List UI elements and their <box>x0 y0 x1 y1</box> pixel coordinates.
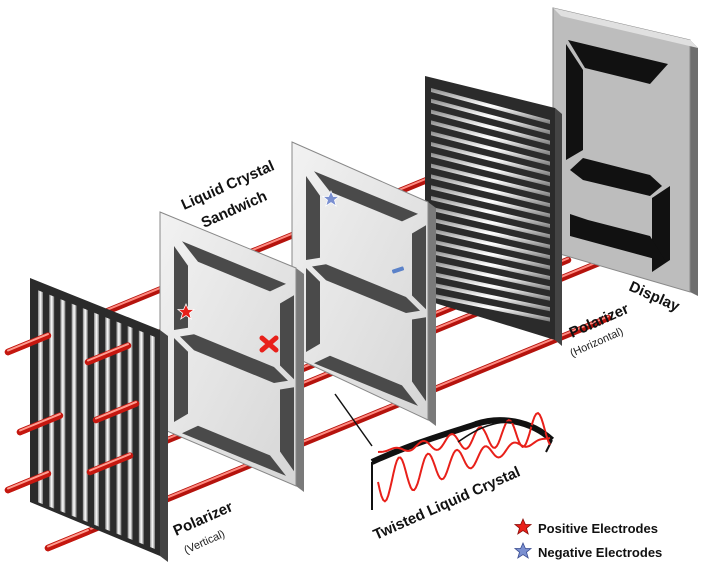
polarizer-slat <box>116 321 122 536</box>
light-beam-end <box>44 528 92 552</box>
polarizer-slat <box>127 326 133 541</box>
polarizer-slat <box>431 250 550 280</box>
polarizer-slat <box>431 163 550 197</box>
lcd-segment <box>314 355 418 406</box>
light-wave-horizontal <box>377 411 551 453</box>
lcd-segment <box>312 264 420 313</box>
polarizer-slat <box>38 290 43 505</box>
positive-electrode-icon <box>176 302 196 320</box>
lcd-segment <box>412 225 426 310</box>
polarizer-slat <box>138 330 144 545</box>
legend: Positive Electrodes Negative Electrodes <box>513 517 662 560</box>
polarizer-slat <box>431 228 550 260</box>
light-beam-end <box>84 342 132 366</box>
twisted-liquid-crystal-inset <box>334 393 555 510</box>
liquid-crystal-plate-back <box>291 141 436 426</box>
polarizer-slat <box>431 293 550 322</box>
lcd-segment <box>174 338 188 422</box>
polarizer-slat <box>431 282 550 312</box>
polarizer-slat <box>431 196 550 228</box>
polarizer-slat <box>71 303 77 518</box>
legend-negative-star-icon <box>513 541 533 559</box>
callout-line <box>334 393 373 447</box>
light-beams-front <box>4 332 140 552</box>
lcd-segment <box>182 241 286 292</box>
polarizer-slat <box>431 98 550 135</box>
light-beam-end <box>86 452 134 476</box>
polarizer-slat <box>105 317 111 532</box>
lcd-segment <box>280 295 294 380</box>
vertical-polarizer-slats <box>38 290 155 549</box>
negative-electrode-icon <box>321 189 341 207</box>
lcd-segment <box>182 425 286 476</box>
polarizer-slat <box>150 335 155 549</box>
display-panel <box>552 7 698 296</box>
positive-electrode-mark <box>259 335 279 353</box>
polarizer-slat <box>431 131 550 166</box>
polarizer-slat <box>431 152 550 187</box>
lcd-segment <box>306 268 320 352</box>
polarizer-slat <box>431 260 550 291</box>
seven-segment-back <box>306 171 426 406</box>
polarizer-slat <box>431 271 550 301</box>
negative-electrode-mark <box>391 266 405 274</box>
polarizer-slat <box>431 217 550 249</box>
polarizer-slat <box>49 294 55 509</box>
lcd-segment <box>412 317 426 402</box>
lcd-segment <box>280 387 294 472</box>
liquid-crystal-plate-front <box>159 211 304 492</box>
polarizer-slat <box>431 185 550 218</box>
light-beam-end <box>92 400 140 424</box>
legend-positive-label: Positive Electrodes <box>538 521 658 536</box>
polarizer-slat <box>82 308 88 523</box>
lcd-segment <box>314 171 418 222</box>
horizontal-polarizer <box>425 76 562 346</box>
polarizer-slat <box>60 299 66 514</box>
light-beam-end <box>4 332 52 356</box>
lcd-segment <box>306 176 320 260</box>
seven-segment-front <box>174 241 294 476</box>
vertical-polarizer-label: Polarizer <box>171 498 236 539</box>
light-beam-end <box>16 412 64 436</box>
lcd-segment <box>180 334 288 383</box>
light-beam-end <box>4 470 52 494</box>
horizontal-polarizer-slats <box>431 88 550 322</box>
legend-negative-label: Negative Electrodes <box>538 545 662 560</box>
display-digit-five <box>566 40 670 272</box>
legend-positive-star-icon <box>513 517 533 535</box>
polarizer-slat <box>431 120 550 156</box>
polarizer-slat <box>431 174 550 208</box>
polarizer-slat <box>431 142 550 176</box>
polarizer-slat <box>431 109 550 145</box>
polarizer-slat <box>431 206 550 239</box>
polarizer-slat <box>431 239 550 270</box>
polarizer-slat <box>431 88 550 124</box>
